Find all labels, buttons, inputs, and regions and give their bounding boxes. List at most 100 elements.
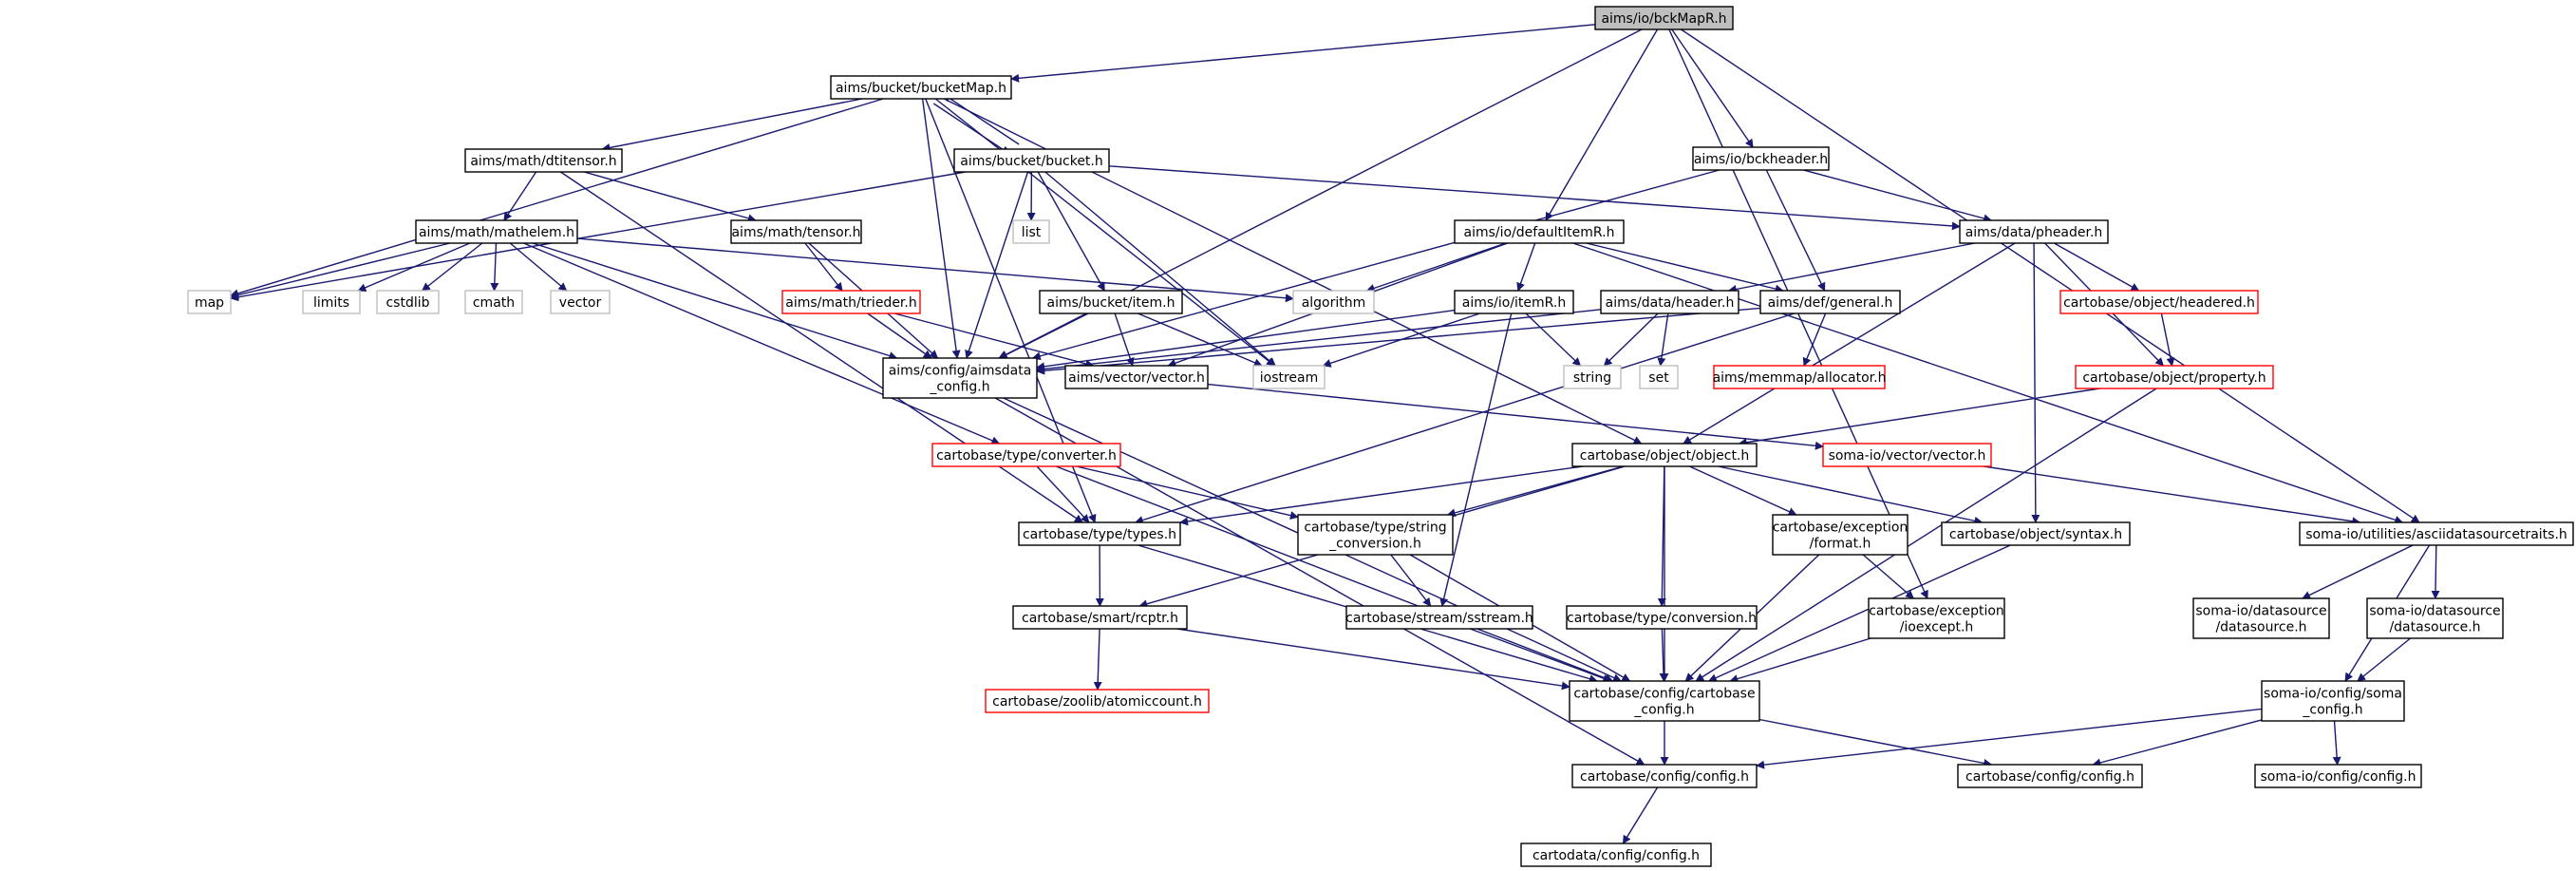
node-cartobaseconfig[interactable]: cartobase/config/cartobase_config.h bbox=[1569, 680, 1760, 722]
node-label: cartobase/stream/sstream.h bbox=[1345, 611, 1533, 626]
node-somadatasource2[interactable]: soma-io/datasource/datasource.h bbox=[2366, 597, 2504, 639]
node-label: /datasource.h bbox=[2215, 620, 2306, 635]
edge-mathelem-to-algorithm bbox=[576, 237, 1294, 303]
edge-converter-to-types bbox=[1036, 465, 1090, 523]
edge-trieder-to-aimsvector bbox=[893, 312, 1095, 369]
node-box bbox=[1292, 290, 1375, 314]
node-somaconfig[interactable]: soma-io/config/soma_config.h bbox=[2261, 680, 2405, 722]
edge-bucket-to-aimsdataconfig bbox=[965, 171, 1029, 359]
edge-object-to-stringconv bbox=[1446, 465, 1624, 518]
node-box bbox=[1566, 605, 1758, 630]
node-asciitraits[interactable]: soma-io/utilities/asciidatasourcetraits.… bbox=[2299, 521, 2574, 546]
node-itemr[interactable]: aims/io/itemR.h bbox=[1454, 290, 1574, 314]
edge-defgeneral-to-types bbox=[1134, 312, 1795, 524]
edge-cartobaseconfig-to-configh2 bbox=[1758, 718, 1993, 767]
node-aimsvector[interactable]: aims/vector/vector.h bbox=[1064, 365, 1209, 389]
node-allocator[interactable]: aims/memmap/allocator.h bbox=[1713, 365, 1887, 389]
node-box bbox=[1772, 514, 1908, 556]
node-label: cartobase/type/converter.h bbox=[936, 448, 1117, 464]
node-list: list bbox=[1012, 219, 1050, 244]
node-label: cartobase/object/headered.h bbox=[2063, 295, 2255, 311]
node-pheader[interactable]: aims/data/pheader.h bbox=[1959, 219, 2109, 244]
edge-dataheader-to-aimsdataconfig bbox=[1036, 309, 1602, 373]
edge-bckmapr-to-bckheader bbox=[1671, 28, 1754, 148]
edge-defgeneral-to-allocator bbox=[1802, 312, 1827, 367]
node-label: cartobase/type/conversion.h bbox=[1567, 611, 1757, 626]
node-cstdlib: cstdlib bbox=[376, 290, 440, 314]
node-box bbox=[1959, 219, 2109, 244]
node-mathelem[interactable]: aims/math/mathelem.h bbox=[415, 219, 578, 244]
edge-defaultitemr-to-algorithm bbox=[1365, 242, 1507, 293]
node-dtitensor[interactable]: aims/math/dtitensor.h bbox=[464, 148, 623, 173]
node-box bbox=[2366, 597, 2504, 639]
edge-mathelem-to-limits bbox=[357, 242, 471, 292]
node-label: cstdlib bbox=[385, 295, 429, 311]
node-typeconversion[interactable]: cartobase/type/conversion.h bbox=[1566, 605, 1758, 630]
node-box bbox=[882, 357, 1038, 399]
node-bucketmap[interactable]: aims/bucket/bucketMap.h bbox=[830, 75, 1012, 100]
edge-bucket-to-bucketmap bbox=[942, 93, 1020, 145]
edge-bckmapr-to-bucketmap bbox=[1010, 24, 1596, 83]
edge-itemr-to-string bbox=[1525, 312, 1582, 367]
edge-pheader-to-syntax bbox=[2031, 242, 2040, 523]
node-defaultitemr[interactable]: aims/io/defaultItemR.h bbox=[1454, 219, 1625, 244]
edge-typeconversion-to-cartobaseconfig bbox=[1659, 628, 1668, 682]
edge-trieder-to-aimsdataconfig bbox=[867, 312, 932, 359]
edge-property-to-object bbox=[1738, 388, 2100, 447]
node-trieder[interactable]: aims/math/trieder.h bbox=[781, 290, 921, 314]
node-label: aims/vector/vector.h bbox=[1068, 370, 1205, 386]
node-rcptr[interactable]: cartobase/smart/rcptr.h bbox=[1012, 605, 1188, 630]
node-excformat[interactable]: cartobase/exception/format.h bbox=[1772, 514, 1908, 556]
node-property[interactable]: cartobase/object/property.h bbox=[2075, 365, 2274, 389]
node-configh2[interactable]: cartobase/config/config.h bbox=[1957, 764, 2143, 788]
edge-rcptr-to-atomiccount bbox=[1093, 628, 1102, 691]
node-somadatasource1[interactable]: soma-io/datasource/datasource.h bbox=[2192, 597, 2330, 639]
node-stringconv[interactable]: cartobase/type/string_conversion.h bbox=[1297, 514, 1454, 556]
node-somavector[interactable]: soma-io/vector/vector.h bbox=[1822, 443, 1992, 467]
node-sstream[interactable]: cartobase/stream/sstream.h bbox=[1345, 605, 1533, 630]
node-label: cartobase/object/syntax.h bbox=[1949, 527, 2122, 542]
node-bckheader[interactable]: aims/io/bckheader.h bbox=[1692, 146, 1830, 171]
edge-somaconfig-to-somaconfigh bbox=[2332, 720, 2341, 766]
node-label: cartobase/type/string bbox=[1304, 521, 1446, 536]
node-box bbox=[302, 290, 361, 314]
node-converter[interactable]: cartobase/type/converter.h bbox=[931, 443, 1121, 467]
node-label: soma-io/datasource bbox=[2195, 604, 2326, 619]
edge-object-to-types bbox=[1179, 465, 1584, 526]
edge-bckheader-to-defgeneral bbox=[1765, 169, 1826, 292]
node-syntax[interactable]: cartobase/object/syntax.h bbox=[1941, 521, 2131, 546]
edge-asciitraits-to-somadatasource2 bbox=[2431, 544, 2440, 599]
node-somaconfigh[interactable]: soma-io/config/config.h bbox=[2254, 764, 2422, 788]
node-aimsdataconfig[interactable]: aims/config/aimsdata_config.h bbox=[882, 357, 1038, 399]
edge-defaultitemr-to-itemr bbox=[1516, 242, 1536, 292]
node-configh[interactable]: cartobase/config/config.h bbox=[1571, 764, 1758, 788]
edge-pheader-to-headered bbox=[2054, 242, 2140, 292]
node-box bbox=[1012, 219, 1050, 244]
node-box bbox=[1454, 290, 1574, 314]
node-ioexcept[interactable]: cartobase/exception/ioexcept.h bbox=[1868, 597, 2005, 639]
node-bucketitem[interactable]: aims/bucket/item.h bbox=[1039, 290, 1183, 314]
node-atomiccount[interactable]: cartobase/zoolib/atomiccount.h bbox=[985, 689, 1210, 713]
node-types[interactable]: cartobase/type/types.h bbox=[1018, 521, 1181, 546]
node-box bbox=[1822, 443, 1992, 467]
node-defgeneral[interactable]: aims/def/general.h bbox=[1759, 290, 1901, 314]
node-cartodataconfig[interactable]: cartodata/config/config.h bbox=[1520, 843, 1712, 867]
node-dataheader[interactable]: aims/data/header.h bbox=[1600, 290, 1739, 314]
node-box bbox=[1639, 365, 1679, 389]
node-string: string bbox=[1563, 365, 1622, 389]
node-box bbox=[781, 290, 921, 314]
node-object[interactable]: cartobase/object/object.h bbox=[1571, 443, 1758, 467]
edge-mathelem-to-cstdlib bbox=[421, 242, 483, 292]
node-tensor[interactable]: aims/math/tensor.h bbox=[730, 219, 862, 244]
node-box bbox=[1759, 290, 1901, 314]
node-headered[interactable]: cartobase/object/headered.h bbox=[2059, 290, 2259, 314]
edge-asciitraits-to-somadatasource1 bbox=[2302, 544, 2414, 599]
edge-somaconfig-to-configh2 bbox=[2092, 719, 2263, 767]
node-label: aims/memmap/allocator.h bbox=[1713, 370, 1887, 386]
node-bucket[interactable]: aims/bucket/bucket.h bbox=[953, 148, 1110, 173]
node-box bbox=[953, 148, 1110, 173]
node-label: /datasource.h bbox=[2389, 620, 2480, 635]
node-bckmapr[interactable]: aims/io/bckMapR.h bbox=[1594, 6, 1734, 30]
node-label: aims/io/bckMapR.h bbox=[1601, 11, 1726, 27]
edge-bucketitem-to-aimsdataconfig bbox=[998, 312, 1089, 359]
